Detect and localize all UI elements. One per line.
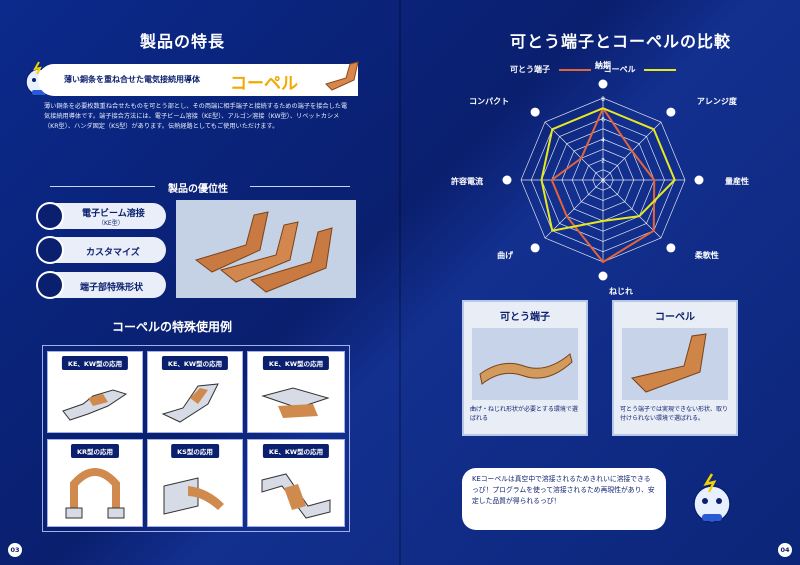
radar-axis-label: アレンジ度 <box>697 96 738 106</box>
card-photo <box>622 328 728 400</box>
radar-series-2 <box>540 107 676 232</box>
left-page: 製品の特長 薄い銅条を重ね合せた電気接続用導体 コーペル 薄い銅条を必要枚数重ね… <box>8 32 359 557</box>
page-number-left: 03 <box>8 543 22 557</box>
radar-axis-dot <box>694 175 704 185</box>
radar-axis-label: 柔軟性 <box>694 250 719 260</box>
radar-tick-label: 2 <box>601 158 605 165</box>
comparison-card-2: コーペル 可とう端子では実現できない形状、取り付けられない環境で選ばれる。 <box>612 300 738 436</box>
radar-spoke <box>544 121 604 181</box>
mascot-icon <box>693 473 731 523</box>
right-page: 可とう端子とコーペルの比較 可とう端子 コーペル 0 2 4 6 8 納期アレンジ度量産性… <box>400 0 800 565</box>
banner-text: 薄い銅条を重ね合せた電気接続用導体 <box>64 75 200 84</box>
radar-tick-label: 4 <box>601 137 605 144</box>
mascot-speech-bubble: KEコーペルは真空中で溶接されるためきれいに溶接できるっぴ！プログラムを使って溶… <box>462 468 666 530</box>
divider-line <box>250 186 350 187</box>
advantages-heading: 製品の優位性 <box>168 184 228 195</box>
point-text: カスタマイズ <box>86 248 140 258</box>
radar-spoke <box>544 179 604 239</box>
legend-label-1: 可とう端子 <box>510 65 550 74</box>
example-cell: KE、KW型の応用 <box>247 439 345 527</box>
legend-swatch-2 <box>644 68 677 71</box>
radar-axis-dot <box>530 243 540 253</box>
legend-swatch-1 <box>558 68 591 71</box>
example-cell: KR型の応用 <box>47 439 143 527</box>
example-cell: KS型の応用 <box>147 439 243 527</box>
page-title-left: 製品の特長 <box>140 32 226 51</box>
radar-axis-dot <box>530 107 540 117</box>
radar-axis-dot <box>598 79 608 89</box>
page-gutter <box>399 0 401 565</box>
product-banner: 薄い銅条を重ね合せた電気接続用導体 コーペル <box>38 61 359 96</box>
point-text: 電子ビーム溶接 <box>82 209 145 219</box>
radar-axis-label: 量産性 <box>725 176 749 186</box>
radar-axis-label: 納期 <box>595 60 611 70</box>
radar-tick-label: 0 <box>601 178 605 185</box>
point-subtext: （KE型） <box>98 220 124 227</box>
radar-axis-dot <box>502 175 512 185</box>
card-description: 可とう端子では実現できない形状、取り付けられない環境で選ばれる。 <box>620 406 729 422</box>
legend-label-2: コーペル <box>603 65 636 74</box>
radar-axis-dot <box>598 271 608 281</box>
page-number-right: 04 <box>778 543 792 557</box>
radar-axis-label: ねじれ <box>609 287 633 296</box>
radar-tick-label: 8 <box>601 96 605 103</box>
radar-tick-label: 6 <box>601 117 605 124</box>
special-use-grid: KE、KW型の応用 KE、KW型の応用 KE、KW型の応用 KR型の応用 KS型… <box>42 345 350 532</box>
card-title: 可とう端子 <box>500 312 550 323</box>
radar-axis-dot <box>666 243 676 253</box>
legend: 可とう端子 コーペル <box>510 64 677 75</box>
radar-spoke <box>602 179 662 239</box>
radar-axis-label: 許容電流 <box>451 176 483 186</box>
comparison-card-1: 可とう端子 曲げ・ねじれ形状が必要とする環境で選ばれる <box>462 300 588 436</box>
radar-series-1 <box>550 106 656 264</box>
card-description: 曲げ・ねじれ形状が必要とする環境で選ばれる <box>470 406 578 422</box>
product-photo <box>176 200 356 298</box>
banner-product-name: コーペル <box>230 74 298 94</box>
radar-axis-label: コンパクト <box>469 96 509 106</box>
special-use-heading: コーペルの特殊使用例 <box>112 320 233 334</box>
card-photo <box>472 328 578 400</box>
example-cell: KE、KW型の応用 <box>147 351 243 433</box>
coppel-product-icon <box>325 61 359 91</box>
radar-axis-label: 曲げ <box>497 250 514 260</box>
point-text: 端子部特殊形状 <box>80 283 144 293</box>
divider-line <box>50 186 155 187</box>
product-description: 薄い銅条を必要枚数重ね合せたものを可とう部とし、その両端に相手端子と接続するため… <box>44 103 348 130</box>
card-title: コーペル <box>655 312 695 323</box>
example-cell: KE、KW型の応用 <box>247 351 345 433</box>
radar-axis-dot <box>666 107 676 117</box>
page-title-right: 可とう端子とコーペルの比較 <box>510 32 732 51</box>
example-cell: KE、KW型の応用 <box>47 351 143 433</box>
